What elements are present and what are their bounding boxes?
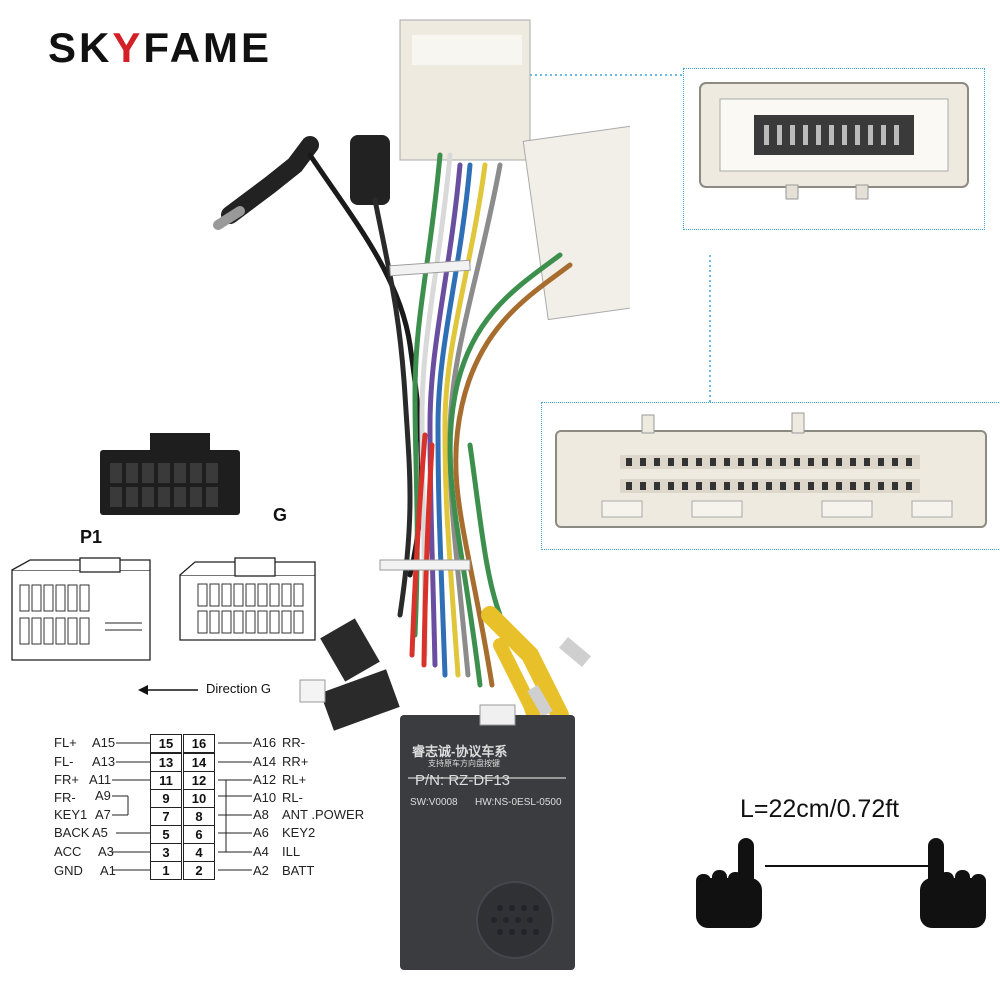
pin-id-left: A1 <box>100 863 116 878</box>
pin-number: 11 <box>150 771 182 790</box>
hand-left-icon <box>696 838 762 928</box>
pin-number: 4 <box>183 843 215 862</box>
pin-id-left: A11 <box>89 772 112 787</box>
pin-signal-left: BACK <box>54 825 90 840</box>
pin-number: 6 <box>183 825 215 844</box>
pin-signal-right: BATT <box>282 863 315 878</box>
pin-signal-right: RL+ <box>282 772 307 787</box>
p1-label: P1 <box>80 527 103 547</box>
connector-closeup-bottom <box>555 412 987 528</box>
pin-id-right: A14 <box>253 754 277 769</box>
pin-id-left: A9 <box>95 788 111 803</box>
g-label: G <box>273 505 288 525</box>
pin-id-right: A16 <box>253 735 277 750</box>
pinout-leader-lines <box>112 742 252 871</box>
pin-id-right: A6 <box>253 825 269 840</box>
module-title: 睿志诚-协议车系 <box>412 744 508 759</box>
pin-signal-right: RL- <box>282 790 303 805</box>
length-label: L=22cm/0.72ft <box>740 795 900 823</box>
pin-number: 10 <box>183 789 215 808</box>
pin-number: 15 <box>150 734 182 753</box>
pin-signal-left: KEY1 <box>54 807 88 822</box>
p1-connector-3d <box>100 433 240 515</box>
pin-signal-left: FR+ <box>54 772 79 787</box>
pin-number: 2 <box>183 861 215 880</box>
pin-number: 9 <box>150 789 182 808</box>
pin-id-left: A7 <box>95 807 111 822</box>
pin-signal-right: ANT .POWER <box>282 807 365 822</box>
pin-id-right: A4 <box>253 844 269 859</box>
pin-signal-right: ILL <box>282 844 301 859</box>
pin-number: 3 <box>150 843 182 862</box>
pin-id-left: A5 <box>92 825 108 840</box>
pin-signal-left: FL+ <box>54 735 77 750</box>
pin-signal-left: FL- <box>54 754 74 769</box>
zoom-connector-top <box>683 68 985 230</box>
hand-right-icon <box>920 838 986 928</box>
module-sw: SW:V0008 <box>410 797 458 808</box>
connector-closeup-top <box>699 82 969 200</box>
pin-id-left: A3 <box>98 844 114 859</box>
pin-number: 13 <box>150 753 182 772</box>
pin-signal-left: ACC <box>54 844 82 859</box>
pin-id-left: A13 <box>92 754 116 769</box>
direction-arrow-icon <box>138 685 198 695</box>
pin-id-right: A2 <box>253 863 269 878</box>
pin-number: 7 <box>150 807 182 826</box>
pin-signal-left: FR- <box>54 790 76 805</box>
pin-signal-right: KEY2 <box>282 825 316 840</box>
wire-harness-photo <box>213 19 630 970</box>
pin-number: 14 <box>183 753 215 772</box>
direction-label: Direction G <box>206 681 272 696</box>
connector-outlines <box>11 557 316 661</box>
pin-number: 5 <box>150 825 182 844</box>
pin-signal-right: RR- <box>282 735 306 750</box>
brand-logo: SKYFAME <box>48 24 273 71</box>
module-hw: HW:NS-0ESL-0500 <box>475 797 562 808</box>
module-subtitle: 支持原车方向盘按键 <box>428 759 500 768</box>
pin-number: 1 <box>150 861 182 880</box>
module-part-number: P/N: RZ-DF13 <box>415 772 511 789</box>
pin-id-left: A15 <box>92 735 116 750</box>
pin-number: 8 <box>183 807 215 826</box>
pin-signal-left: GND <box>54 863 83 878</box>
pin-id-right: A10 <box>253 790 277 805</box>
pin-number: 16 <box>183 734 215 753</box>
pin-id-right: A8 <box>253 807 269 822</box>
pinout-diagram: FL+ A15 FL- A13 FR+ A11 FR- A9 KEY1 A7 B… <box>40 732 400 882</box>
zoom-connector-bottom <box>541 402 1000 550</box>
pin-signal-right: RR+ <box>282 754 309 769</box>
length-hands-graphic <box>696 838 986 928</box>
pin-number: 12 <box>183 771 215 790</box>
pin-id-right: A12 <box>253 772 277 787</box>
